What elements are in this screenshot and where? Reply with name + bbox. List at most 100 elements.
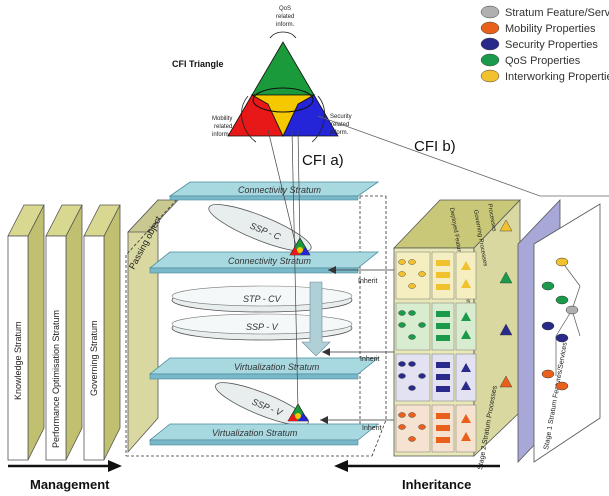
qos-label-1: QoS — [279, 6, 291, 12]
cube-cell-0-2 — [455, 251, 477, 300]
legend-swatch-0 — [480, 5, 500, 19]
bottom-arrows: Management Inheritance — [8, 460, 500, 492]
cube-node-1-2 — [418, 322, 426, 328]
cube-triangle-1-1 — [461, 330, 471, 339]
stage-1-node-mobility-1 — [541, 369, 555, 379]
mobility-label-3: inform. — [212, 132, 231, 138]
cfi-b-label: CFI b) — [414, 138, 456, 155]
cube-node-0-2 — [418, 271, 426, 277]
cfi-triangle: CFI Triangle QoS related inform. Mobilit… — [172, 6, 352, 143]
cube-bar-2-1 — [436, 374, 450, 380]
qos-label-3: inform. — [276, 22, 295, 28]
legend-label-4: Interworking Properties — [505, 71, 609, 83]
side-triangle-1 — [499, 271, 513, 284]
stage-1-panel: Stage 1 Stratum Features/Services — [517, 199, 601, 463]
stage-1-node-qos-1 — [541, 281, 555, 291]
stack-down-arrow — [301, 281, 331, 357]
cube-node-2-1 — [408, 361, 416, 367]
cube-node-1-0 — [398, 310, 406, 316]
inherit-label-1: Inherit — [358, 278, 378, 285]
cube-bar-0-1 — [436, 272, 450, 278]
inherit-arrowhead-3 — [320, 416, 328, 424]
cube-triangle-1-0 — [461, 312, 471, 321]
cube-cell-1-2 — [455, 302, 477, 351]
side-triangle-3 — [499, 375, 513, 388]
cube-node-1-1 — [408, 310, 416, 316]
management-label: Management — [30, 477, 110, 492]
knowledge-panel — [7, 235, 29, 461]
cube-node-2-2 — [418, 373, 426, 379]
security-label-1: Security — [330, 114, 352, 120]
stp-cv-label: STP - CV — [243, 294, 282, 304]
mobility-label-2: related — [214, 124, 232, 130]
mini-cfi-triangle-upper — [289, 237, 311, 256]
cube-bar-2-0 — [436, 362, 450, 368]
management-arrowhead — [108, 460, 122, 472]
inherit-arrowhead-1 — [328, 266, 336, 274]
stage-1-node-interworking — [555, 257, 569, 267]
connectivity-stratum-bottom-label: Connectivity Stratum — [228, 256, 312, 266]
knowledge-panel-side — [27, 204, 45, 461]
performance-panel-side — [65, 204, 83, 461]
inherit-label-3: Inherit — [362, 425, 382, 432]
virtualization-stratum-top-label: Virtualization Stratum — [234, 362, 320, 372]
cube-node-1-3 — [398, 322, 406, 328]
virtualization-stratum-bottom-label: Virtualization Stratum — [212, 428, 298, 438]
cube-bar-3-2 — [436, 437, 450, 443]
cfi-a-line-left — [267, 129, 297, 247]
governing-stratum-label: Governing Stratum — [89, 320, 99, 396]
cfi-a-line-long — [291, 129, 299, 411]
stage-1-node-security-1 — [541, 321, 555, 331]
virtualization-top-plate-edge — [149, 373, 359, 380]
cube-bar-3-1 — [436, 425, 450, 431]
cube-bar-2-2 — [436, 386, 450, 392]
stage-1-panel-front — [533, 203, 601, 463]
ssp-v-mid-ring-inner — [171, 313, 353, 335]
performance-stratum-label: Performance Optimisation Stratum — [51, 310, 61, 448]
cube-node-0-4 — [408, 283, 416, 289]
triangle-curve-arrow-left — [241, 95, 257, 143]
inherit-arrows: Inherit Inherit Inherit — [320, 266, 394, 432]
cube-triangle-2-1 — [461, 381, 471, 390]
cube-bar-1-0 — [436, 311, 450, 317]
legend-label-1: Mobility Properties — [505, 23, 596, 35]
legend-label-0: Stratum Feature/Servi — [505, 7, 609, 19]
inheritance-arrowhead — [334, 460, 348, 472]
triangle-curve-arrow-top — [269, 31, 297, 39]
cube-node-3-4 — [408, 436, 416, 442]
legend-label-3: QoS Properties — [505, 55, 581, 67]
side-triangle-0 — [499, 219, 513, 232]
stage-1-node-mobility-2 — [555, 381, 569, 391]
processes-label: Processes — [486, 203, 497, 232]
cube-bar-1-2 — [436, 335, 450, 341]
cube-triangle-3-0 — [461, 414, 471, 423]
cube-triangle-3-1 — [461, 432, 471, 441]
dashed-frame-left — [125, 195, 181, 456]
qos-label-2: related — [276, 14, 294, 20]
cfi-a-label: CFI a) — [302, 152, 344, 169]
side-triangle-2 — [499, 323, 513, 336]
cube-node-2-3 — [398, 373, 406, 379]
cube-node-0-0 — [398, 259, 406, 265]
mini-cfi-triangle-lower — [287, 403, 309, 422]
stage-1-node-security-2 — [555, 333, 569, 343]
cube-bar-1-1 — [436, 323, 450, 329]
cube-cell-2-2 — [455, 353, 477, 402]
qos-triangle-section — [251, 41, 315, 96]
stp-cv-ring-inner — [171, 285, 353, 307]
cfi-triangle-title: CFI Triangle — [172, 59, 224, 69]
cube-cell-3-2 — [455, 404, 477, 453]
strata-stack: Connectivity Stratum SSP - C Connectivit… — [125, 129, 387, 457]
governing-panel — [83, 235, 105, 461]
stage-2-cube: Deployed Features/Services Stratum Gover… — [393, 199, 521, 470]
triangle-ring — [252, 87, 314, 113]
security-label-3: inform. — [330, 130, 349, 136]
cube-triangle-0-0 — [461, 261, 471, 270]
cube-node-2-0 — [398, 361, 406, 367]
cfi-b-connector-line — [317, 115, 609, 197]
stage-1-node-feature — [565, 305, 579, 315]
legend-swatch-4 — [480, 69, 500, 83]
stage-2-cube-cells — [395, 219, 513, 453]
legend-swatch-3 — [480, 53, 500, 67]
